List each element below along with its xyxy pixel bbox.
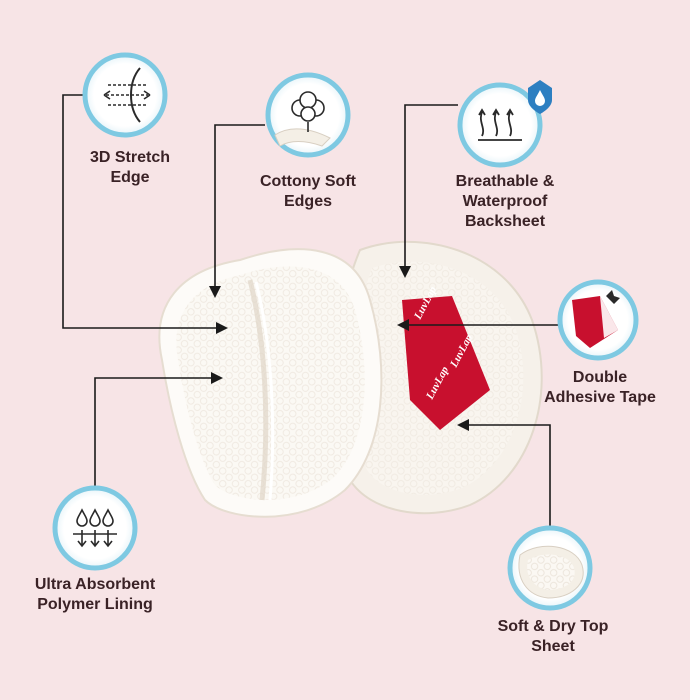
label-breathable: Breathable & Waterproof Backsheet bbox=[440, 172, 570, 232]
cotton-icon bbox=[265, 72, 351, 158]
stretch-line2: Edge bbox=[110, 169, 150, 186]
breathable-line2: Waterproof bbox=[462, 193, 548, 210]
breathable-backsheet-icon bbox=[457, 80, 552, 168]
topsheet-line1: Soft & Dry Top bbox=[497, 618, 609, 635]
adhesive-line2: Adhesive Tape bbox=[544, 389, 656, 406]
absorbent-line1: Ultra Absorbent bbox=[34, 576, 156, 593]
connector-lines bbox=[62, 94, 558, 528]
cottony-line1: Cottony Soft bbox=[260, 173, 356, 190]
label-cottony-soft: Cottony Soft Edges bbox=[244, 172, 372, 212]
water-drops-icon bbox=[52, 485, 138, 571]
label-absorbent: Ultra Absorbent Polymer Lining bbox=[20, 575, 170, 615]
back-nursing-pad: LuvLap LuvLap LuvLap bbox=[335, 240, 543, 515]
label-stretch-edge: 3D Stretch Edge bbox=[78, 148, 182, 188]
adhesive-tape: LuvLap LuvLap LuvLap bbox=[402, 284, 490, 430]
stretch-line1: 3D Stretch bbox=[89, 149, 171, 166]
label-top-sheet: Soft & Dry Top Sheet bbox=[482, 617, 624, 657]
cottony-line2: Edges bbox=[283, 193, 332, 210]
stretch-edge-icon bbox=[82, 52, 168, 138]
breathable-line3: Backsheet bbox=[464, 213, 546, 230]
top-sheet-icon bbox=[507, 525, 593, 611]
absorbent-line2: Polymer Lining bbox=[37, 596, 153, 613]
label-adhesive: Double Adhesive Tape bbox=[530, 368, 670, 408]
adhesive-tape-icon bbox=[557, 279, 639, 361]
front-nursing-pad bbox=[158, 248, 383, 518]
topsheet-line2: Sheet bbox=[531, 638, 575, 655]
adhesive-line1: Double bbox=[572, 369, 628, 386]
breathable-line1: Breathable & bbox=[455, 173, 555, 190]
connector-arrowheads bbox=[209, 266, 469, 431]
